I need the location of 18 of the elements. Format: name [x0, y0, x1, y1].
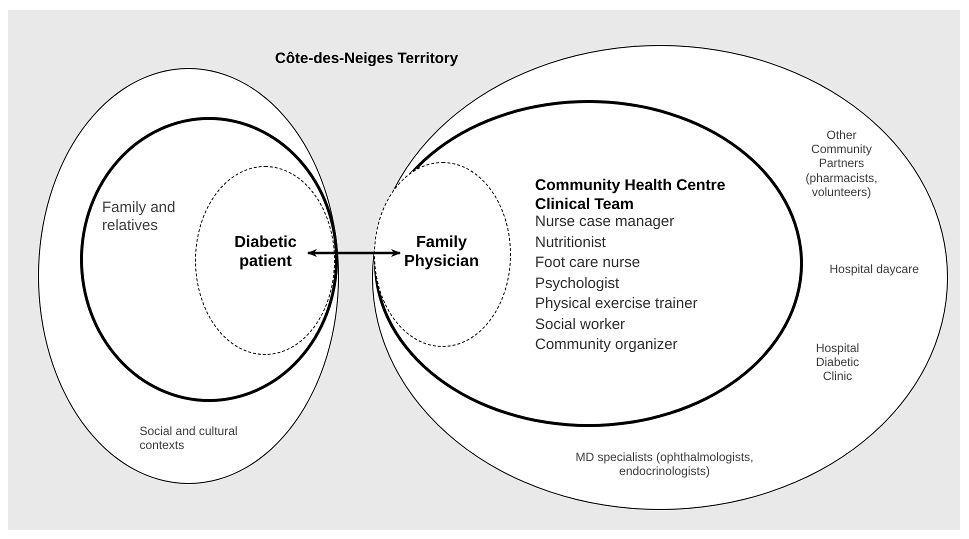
region-label: Hospital daycare	[830, 262, 920, 276]
region-label: Social and cultural contexts	[140, 424, 239, 452]
role-item: Psychologist	[535, 274, 620, 292]
group-heading: Family Physician	[403, 232, 480, 271]
region-label: Hospital Diabetic Clinic	[814, 340, 860, 384]
role-item: Physical exercise trainer	[535, 295, 699, 313]
role-item: Nutritionist	[535, 234, 607, 252]
role-item: Foot care nurse	[535, 254, 642, 272]
group-heading: Diabetic patient	[233, 232, 298, 271]
double-arrow	[307, 249, 401, 257]
region-label: Other Community Partners (pharmacists, volunteers)	[804, 128, 879, 200]
diagram-title: Côte-des-Neiges Territory	[275, 50, 458, 67]
role-item: Nurse case manager	[535, 213, 676, 231]
group-heading: Community Health Centre Clinical Team	[535, 177, 726, 214]
role-item: Social worker	[535, 316, 626, 334]
role-item: Community organizer	[535, 336, 679, 354]
region-label: MD specialists (ophthalmologists, endocrinologists)	[574, 450, 755, 478]
region-label: Family and relatives	[102, 199, 176, 235]
